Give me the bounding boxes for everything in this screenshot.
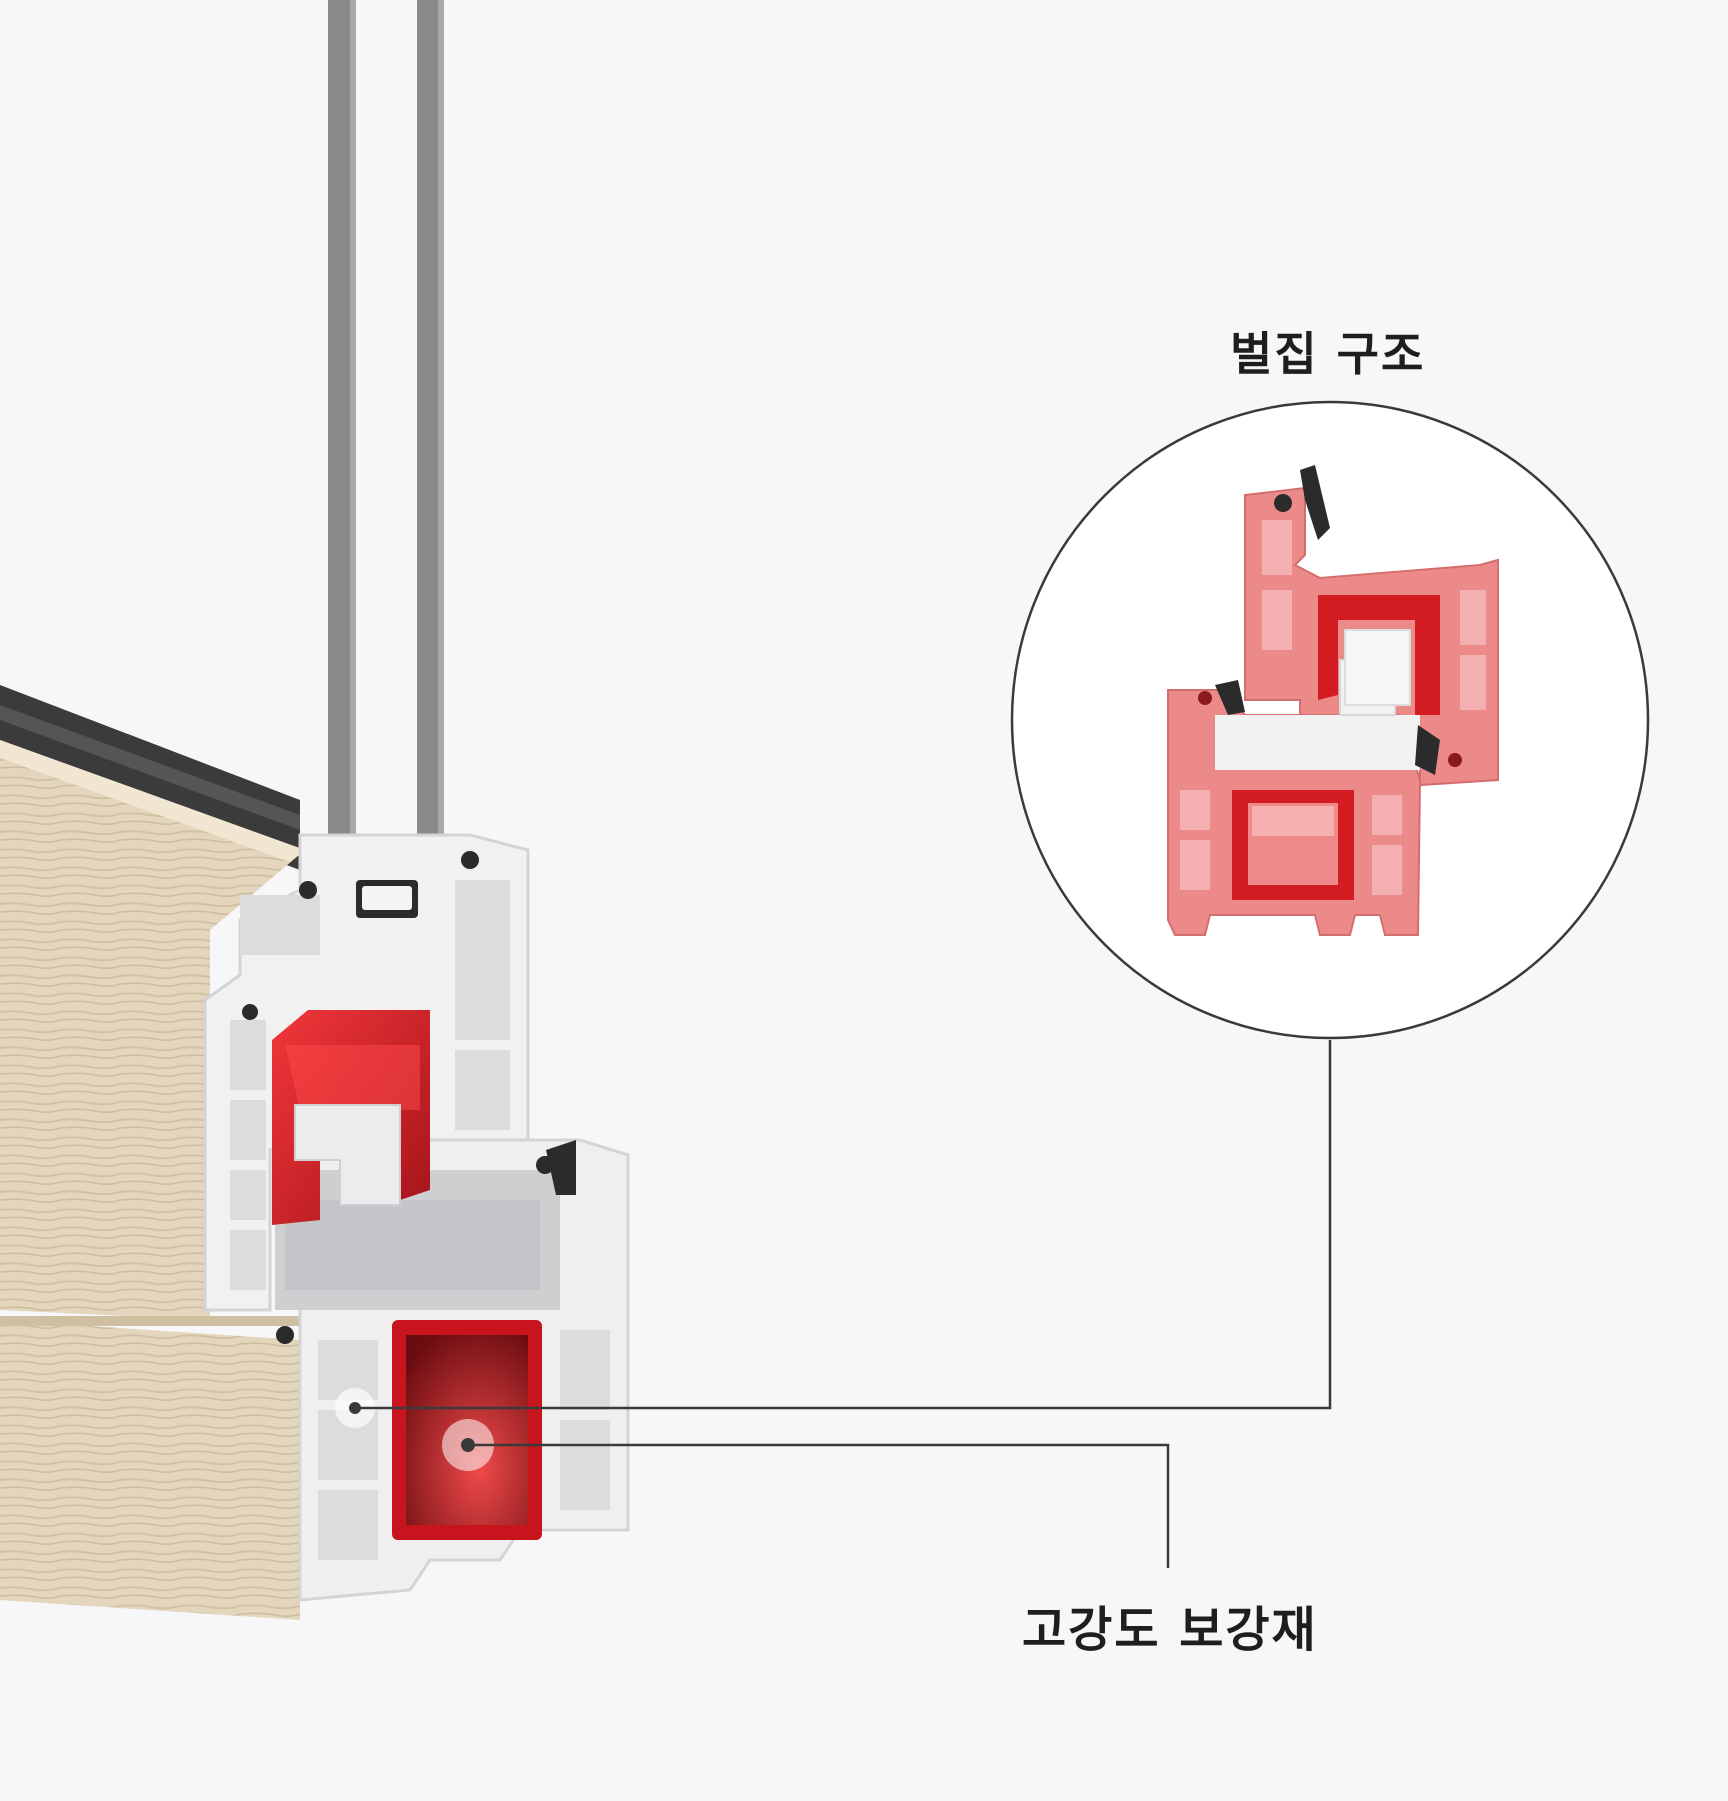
high-strength-reinforcement-label: 고강도 보강재: [1022, 1602, 1318, 1658]
gaskets: [242, 851, 576, 1344]
glass-pane-inner: [417, 0, 441, 920]
glass-panes: [328, 0, 444, 920]
sash-reinforcement: [272, 1010, 430, 1225]
callout-line-reinforcement: [468, 1443, 1170, 1568]
glass-pane-outer: [328, 0, 354, 920]
honeycomb-structure-label: 벌집 구조: [1230, 327, 1426, 381]
callout-lines: [335, 1040, 1332, 1568]
honeycomb-zoom-view: [1010, 400, 1650, 1040]
wood-laminate-frame: [0, 685, 305, 1620]
callout-line-honeycomb: [355, 1040, 1332, 1410]
